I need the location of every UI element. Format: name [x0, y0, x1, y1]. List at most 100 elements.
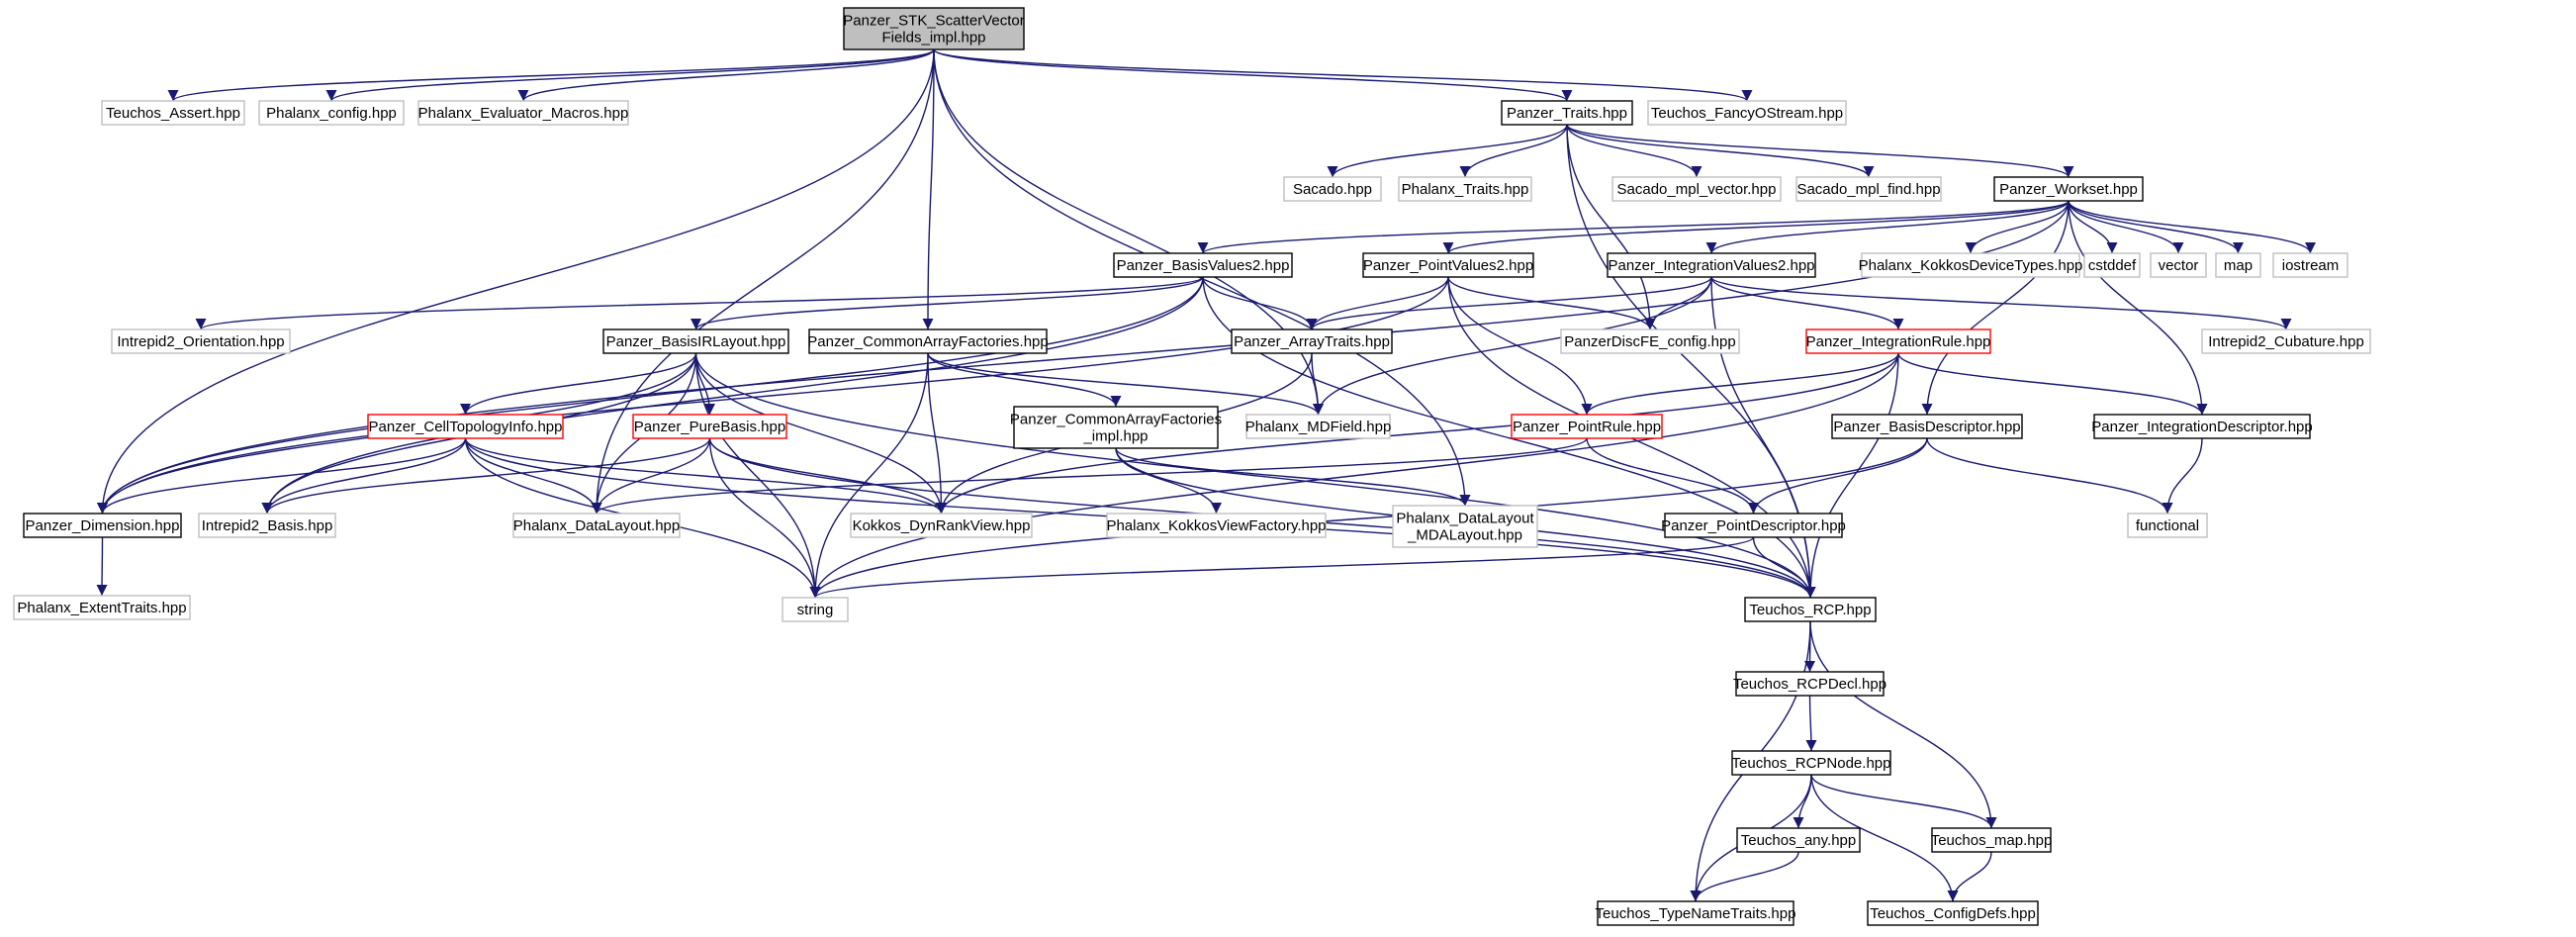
- node-teuchos_rcpdecl[interactable]: Teuchos_RCPDecl.hpp: [1733, 671, 1886, 697]
- node-panzer_basisvalues2[interactable]: Panzer_BasisValues2.hpp: [1113, 252, 1293, 278]
- node-phalanx_eval_macros: Phalanx_Evaluator_Macros.hpp: [417, 100, 629, 126]
- node-panzer_purebasis[interactable]: Panzer_PureBasis.hpp: [632, 414, 787, 439]
- edge-panzer_basisirlayout-to-panzer_celltopologyinfo: [459, 352, 697, 416]
- node-panzer_workset[interactable]: Panzer_Workset.hpp: [1993, 176, 2144, 202]
- node-label: Teuchos_FancyOStream.hpp: [1651, 105, 1843, 122]
- node-box: [1597, 900, 1794, 926]
- edge-panzer_commonarrayfactories-to-phalanx_mdfield: [927, 352, 1324, 416]
- edge-panzer_commonarrayfactories-to-kokkos_dynrankview: [927, 352, 948, 515]
- node-label: Kokkos_DynRankView.hpp: [853, 517, 1031, 534]
- node-panzer_integrationrule[interactable]: Panzer_IntegrationRule.hpp: [1805, 328, 1991, 354]
- node-label: Intrepid2_Cubature.hpp: [2208, 333, 2364, 350]
- edge-panzer_integrationvalues2-to-intrepid2_cubature: [1710, 276, 2292, 330]
- node-box: [1611, 176, 1782, 202]
- edge-panzer_purebasis-to-string: [708, 437, 821, 599]
- node-label: functional: [2136, 517, 2199, 534]
- node-panzer_integrationvalues2[interactable]: Panzer_IntegrationValues2.hpp: [1607, 252, 1816, 278]
- node-box: [258, 100, 405, 126]
- node-box: [1735, 671, 1885, 697]
- node-box: [808, 328, 1048, 354]
- node-box: [1731, 750, 1891, 776]
- node-panzer_pointvalues2[interactable]: Panzer_PointValues2.hpp: [1362, 252, 1534, 278]
- node-label: Phalanx_Traits.hpp: [1402, 181, 1529, 198]
- node-label: Panzer_ArrayTraits.hpp: [1234, 333, 1390, 350]
- node-panzer_celltopologyinfo[interactable]: Panzer_CellTopologyInfo.hpp: [367, 414, 564, 439]
- node-phalanx_datalayout_mda: Phalanx_DataLayout_MDALayout.hpp: [1392, 505, 1538, 548]
- node-box: [1245, 414, 1391, 439]
- edge-panzer_integrationrule-to-teuchos_rcp: [1804, 352, 1899, 599]
- node-teuchos_any[interactable]: Teuchos_any.hpp: [1736, 827, 1861, 853]
- node-label: Fields_impl.hpp: [881, 30, 985, 47]
- node-label: Panzer_Dimension.hpp: [26, 517, 180, 534]
- node-label: _MDALayout.hpp: [1407, 527, 1522, 544]
- node-label: Phalanx_KokkosDeviceTypes.hpp: [1859, 257, 2083, 274]
- node-label: map: [2224, 257, 2253, 274]
- edge-root-to-panzer_traits: [933, 48, 1573, 102]
- node-label: Panzer_IntegrationRule.hpp: [1806, 333, 1991, 350]
- node-panzer_basisdescriptor[interactable]: Panzer_BasisDescriptor.hpp: [1831, 414, 2023, 439]
- node-panzer_pointdescriptor[interactable]: Panzer_PointDescriptor.hpp: [1661, 513, 1846, 538]
- node-label: Phalanx_Evaluator_Macros.hpp: [418, 105, 629, 122]
- edge-panzer_integrationrule-to-string: [809, 352, 1899, 599]
- node-box: [1560, 328, 1740, 354]
- node-box: [1231, 328, 1393, 354]
- edge-panzer_workset-to-phalanx_kokkos_device: [1965, 200, 2070, 254]
- node-label: Teuchos_Assert.hpp: [106, 105, 240, 122]
- edge-root-to-panzer_commonarrayfactories: [922, 48, 935, 330]
- edge-panzer_dimension-to-phalanx_extenttraits: [96, 536, 108, 597]
- edge-panzer_basisvalues2-to-panzer_basisirlayout: [690, 276, 1204, 330]
- node-box: [417, 100, 629, 126]
- node-panzer_integrationdescriptor[interactable]: Panzer_IntegrationDescriptor.hpp: [2091, 414, 2313, 439]
- edge-panzer_integrationvalues2-to-panzer_discfe_config: [1644, 276, 1712, 330]
- node-box: [2083, 252, 2141, 278]
- edge-root-to-phalanx_datalayout: [591, 48, 935, 515]
- edge-panzer_celltopologyinfo-to-intrepid2_basis: [261, 437, 467, 515]
- node-label: Sacado_mpl_vector.hpp: [1617, 181, 1777, 198]
- node-panzer_commonarrayfactories_impl[interactable]: Panzer_CommonArrayFactories_impl.hpp: [1010, 406, 1222, 449]
- node-panzer_traits[interactable]: Panzer_Traits.hpp: [1501, 100, 1633, 126]
- node-box: [2215, 252, 2261, 278]
- edge-panzer_integrationrule-to-panzer_integrationdescriptor: [1897, 352, 2208, 416]
- node-box: [1013, 406, 1219, 449]
- edge-panzer_integrationdescriptor-to-functional: [2162, 437, 2203, 515]
- node-teuchos_typenametraits[interactable]: Teuchos_TypeNameTraits.hpp: [1596, 900, 1796, 926]
- node-box: [602, 328, 789, 354]
- node-box: [1805, 328, 1991, 354]
- node-panzer_dimension[interactable]: Panzer_Dimension.hpp: [23, 513, 182, 538]
- node-teuchos_rcpnode[interactable]: Teuchos_RCPNode.hpp: [1731, 750, 1891, 776]
- node-box: [2201, 328, 2371, 354]
- node-label: PanzerDiscFE_config.hpp: [1564, 333, 1735, 350]
- node-label: Intrepid2_Orientation.hpp: [117, 333, 284, 350]
- node-box: [1501, 100, 1633, 126]
- node-label: Phalanx_DataLayout.hpp: [513, 517, 680, 534]
- node-teuchos_rcp[interactable]: Teuchos_RCP.hpp: [1744, 597, 1877, 622]
- node-panzer_pointrule[interactable]: Panzer_PointRule.hpp: [1511, 414, 1663, 439]
- node-box: [1795, 176, 1942, 202]
- node-teuchos_configdefs[interactable]: Teuchos_ConfigDefs.hpp: [1867, 900, 2039, 926]
- node-panzer_arraytraits[interactable]: Panzer_ArrayTraits.hpp: [1231, 328, 1393, 354]
- node-box: [1664, 513, 1843, 538]
- node-label: Panzer_Workset.hpp: [1999, 181, 2138, 198]
- node-label: Phalanx_DataLayout: [1396, 511, 1534, 527]
- node-box: [1867, 900, 2039, 926]
- node-label: Panzer_PointRule.hpp: [1513, 419, 1661, 435]
- node-box: [1398, 176, 1532, 202]
- edge-panzer_purebasis-to-phalanx_datalayout: [591, 437, 711, 515]
- node-label: Panzer_PointDescriptor.hpp: [1661, 517, 1846, 534]
- edge-panzer_celltopologyinfo-to-kokkos_dynrankview: [464, 437, 947, 515]
- node-box: [850, 513, 1033, 538]
- node-panzer_commonarrayfactories[interactable]: Panzer_CommonArrayFactories.hpp: [807, 328, 1049, 354]
- node-box: [198, 513, 336, 538]
- node-box: [367, 414, 564, 439]
- edge-panzer_integrationrule-to-panzer_pointrule: [1581, 352, 1899, 416]
- node-label: Panzer_IntegrationDescriptor.hpp: [2091, 419, 2312, 435]
- edge-panzer_celltopologyinfo-to-phalanx_datalayout: [464, 437, 602, 515]
- edge-panzer_pointrule-to-panzer_pointdescriptor: [1586, 437, 1760, 515]
- edge-panzer_basisvalues2-to-intrepid2_basis: [261, 276, 1204, 515]
- node-teuchos_map[interactable]: Teuchos_map.hpp: [1931, 827, 2053, 853]
- edge-panzer_pointdescriptor-to-teuchos_rcp: [1752, 536, 1816, 599]
- edge-panzer_workset-to-cstddef: [2068, 200, 2118, 254]
- node-label: _impl.hpp: [1082, 428, 1148, 445]
- node-panzer_basisirlayout[interactable]: Panzer_BasisIRLayout.hpp: [602, 328, 789, 354]
